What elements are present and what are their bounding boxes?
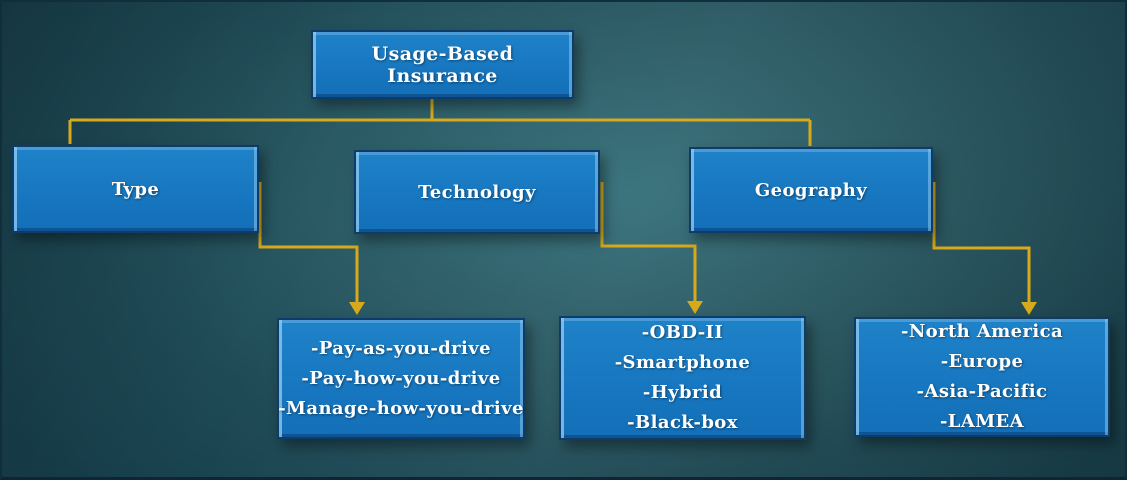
leaf-item: -Black-box — [627, 412, 738, 433]
arrowhead-geography — [1021, 302, 1037, 315]
branch-node-label: Technology — [418, 181, 536, 203]
leaf-node-geography-items: -North America -Europe -Asia-Pacific -LA… — [854, 317, 1110, 437]
leaf-item: -OBD-II — [641, 322, 724, 343]
connector-technology-elbow — [600, 182, 697, 302]
branch-node-label: Type — [111, 178, 160, 200]
leaf-item: -LAMEA — [939, 411, 1025, 432]
leaf-node-technology-items: -OBD-II -Smartphone -Hybrid -Black-box — [559, 316, 806, 440]
leaf-item: -Pay-how-you-drive — [301, 367, 501, 389]
branch-node-label: Geography — [754, 179, 868, 201]
arrowhead-technology — [687, 301, 703, 314]
root-node-label: Usage-Based Insurance — [371, 42, 514, 87]
leaf-item: -Asia-Pacific — [916, 381, 1048, 402]
leaf-item: -Hybrid — [642, 382, 723, 403]
leaf-item: -Pay-as-you-drive — [310, 337, 492, 359]
branch-node-type: Type — [12, 145, 259, 233]
arrowhead-type — [349, 302, 365, 315]
leaf-item: -Manage-how-you-drive — [278, 397, 524, 419]
leaf-item: -Smartphone — [614, 352, 751, 373]
branch-node-technology: Technology — [354, 150, 600, 234]
connector-type-elbow — [258, 182, 359, 303]
leaf-item: -Europe — [940, 351, 1024, 372]
leaf-item: -North America — [900, 321, 1064, 342]
root-node-usage-based-insurance: Usage-Based Insurance — [311, 30, 574, 99]
branch-node-geography: Geography — [689, 147, 933, 233]
connector-geography-elbow — [932, 182, 1031, 303]
connector-root-rail — [68, 97, 812, 146]
leaf-node-type-items: -Pay-as-you-drive -Pay-how-you-drive -Ma… — [277, 318, 525, 439]
